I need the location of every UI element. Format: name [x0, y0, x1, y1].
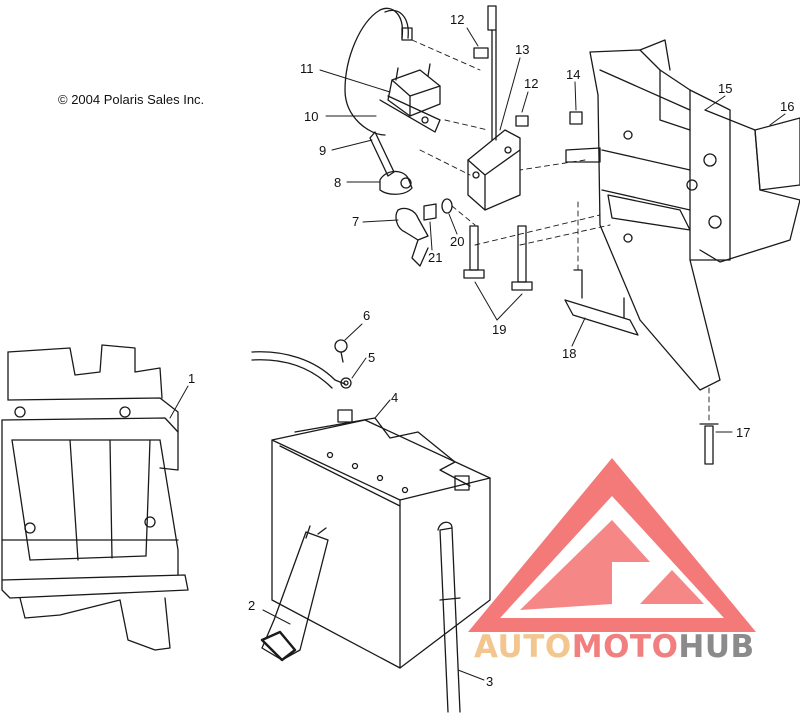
- terminal-screw-part-6: [334, 339, 348, 363]
- watermark-auto: AUTO: [474, 629, 572, 665]
- callout-12-top: 12: [450, 12, 464, 27]
- positive-cable-part-3: [437, 521, 461, 713]
- callout-9: 9: [319, 143, 326, 158]
- terminal-lead-part-5: [251, 351, 352, 389]
- negative-cable-part-2: [260, 525, 329, 662]
- callout-17: 17: [736, 425, 750, 440]
- washer-part-20: [441, 198, 453, 214]
- nut-part-14: [565, 111, 601, 163]
- solenoid-part-11: [344, 7, 441, 136]
- bracket-foot-part-18: [564, 269, 639, 336]
- callout-6: 6: [363, 308, 370, 323]
- watermark-moto: MOTO: [571, 629, 679, 665]
- callout-2: 2: [248, 598, 255, 613]
- callout-4: 4: [391, 390, 398, 405]
- copyright-text: © 2004 Polaris Sales Inc.: [58, 92, 205, 107]
- callout-21: 21: [428, 250, 442, 265]
- battery-bracket-part-15: [589, 39, 731, 391]
- nut-part-12-right: [515, 115, 529, 127]
- callout-11: 11: [300, 61, 314, 76]
- callout-13: 13: [515, 42, 529, 57]
- pin-part-17: [699, 423, 719, 465]
- callout-7: 7: [352, 214, 359, 229]
- wire-part-9: [369, 131, 395, 177]
- battery-holder-part-1: [1, 344, 189, 651]
- terminal-boot-part-7: [395, 207, 429, 267]
- bolts-part-19: [463, 225, 533, 291]
- callout-10: 10: [304, 109, 318, 124]
- watermark-hub: HUB: [678, 629, 755, 665]
- nut-part-12-top: [473, 47, 489, 59]
- callout-16: 16: [780, 99, 794, 114]
- callout-12-right: 12: [524, 76, 538, 91]
- nut-part-21: [423, 203, 437, 221]
- boot-part-8: [379, 170, 413, 195]
- callout-15: 15: [718, 81, 732, 96]
- callout-20: 20: [450, 234, 464, 249]
- guide-lines-dashed: [411, 39, 710, 421]
- callout-19: 19: [492, 322, 506, 337]
- callout-5: 5: [368, 350, 375, 365]
- mount-bracket-part-13: [467, 5, 521, 211]
- callout-8: 8: [334, 175, 341, 190]
- callout-labels: 1 2 3 4 5 6 7 8 9 10 11 12 12 13 14 15 1…: [188, 12, 794, 689]
- watermark-wordmark: AUTOMOTOHUB: [474, 632, 755, 663]
- callout-3: 3: [486, 674, 493, 689]
- callout-18: 18: [562, 346, 576, 361]
- automotohub-logo-mark: [468, 458, 756, 632]
- leader-lines: [169, 27, 786, 681]
- cover-plate-part-16: [699, 109, 800, 263]
- callout-14: 14: [566, 67, 580, 82]
- callout-1: 1: [188, 371, 195, 386]
